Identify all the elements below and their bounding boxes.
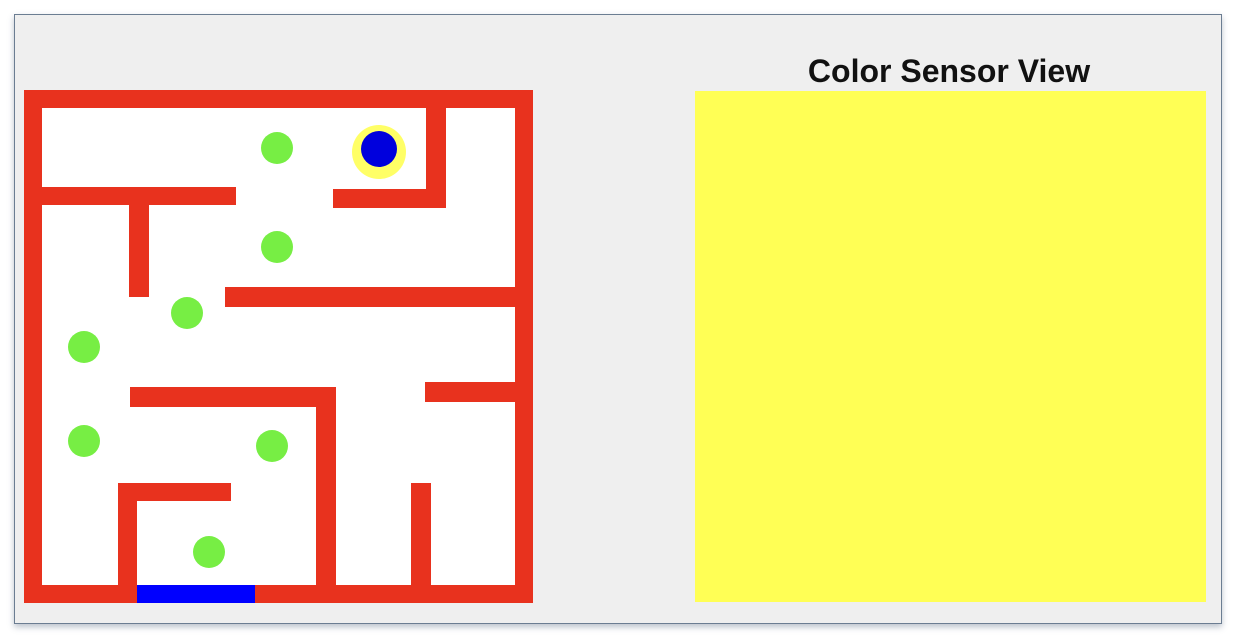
wall <box>225 287 533 307</box>
pellet <box>261 231 293 263</box>
maze-board <box>24 90 533 603</box>
wall <box>425 382 533 402</box>
pellet <box>193 536 225 568</box>
wall-outer-left <box>24 90 42 603</box>
wall <box>118 483 137 603</box>
wall <box>129 187 149 297</box>
robot-body <box>361 131 397 167</box>
wall <box>118 483 231 501</box>
wall <box>411 483 431 603</box>
pellet <box>261 132 293 164</box>
wall-outer-top <box>24 90 533 108</box>
app-window: Color Sensor View <box>14 14 1222 624</box>
wall-outer-bottom <box>24 585 533 603</box>
pellet <box>256 430 288 462</box>
maze-floor <box>33 101 523 601</box>
pellet <box>68 425 100 457</box>
wall <box>316 387 336 603</box>
wall <box>426 90 446 208</box>
wall-outer-right <box>515 90 533 603</box>
robot <box>352 125 406 179</box>
color-sensor-view <box>695 91 1206 602</box>
sensor-view-title: Color Sensor View <box>807 53 1091 89</box>
wall <box>333 189 446 208</box>
pellet <box>171 297 203 329</box>
maze-goal <box>137 585 255 603</box>
pellet <box>68 331 100 363</box>
wall <box>130 387 336 407</box>
pellets <box>68 132 293 568</box>
